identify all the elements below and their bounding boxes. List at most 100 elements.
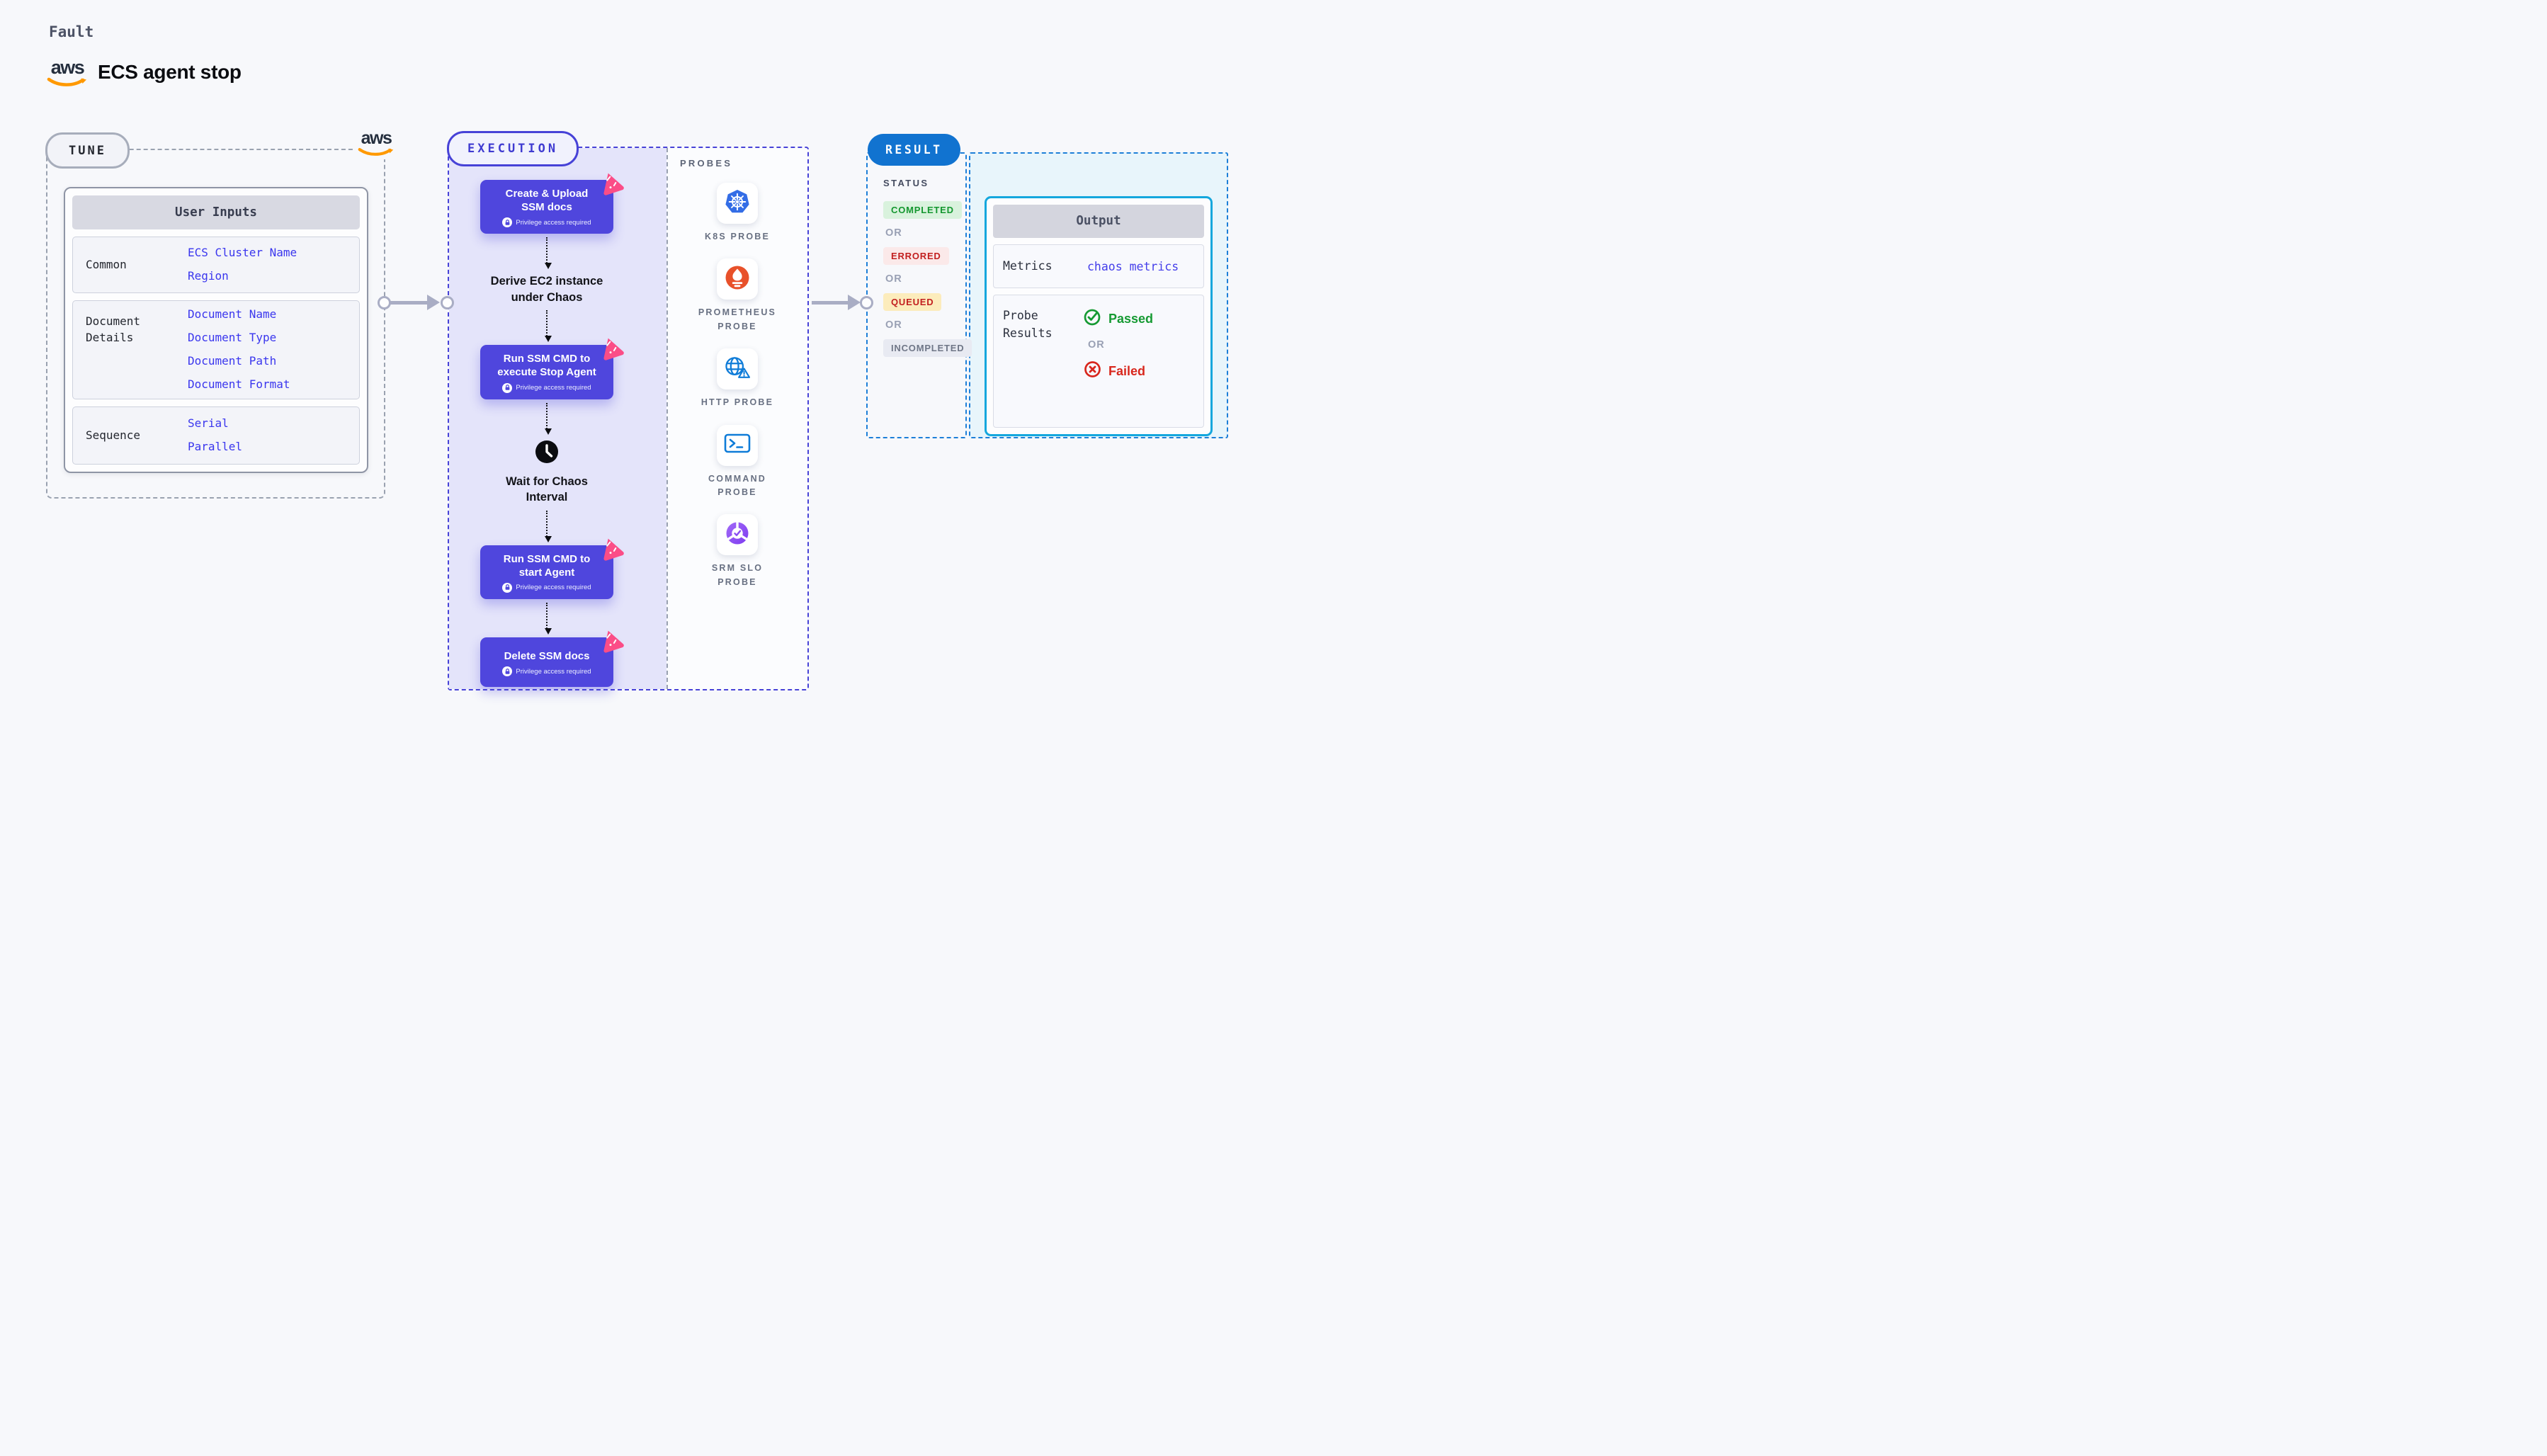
step-title-line: Delete SSM docs bbox=[504, 649, 590, 662]
prometheus-icon bbox=[723, 263, 751, 295]
table-row-sequence: Sequence Serial Parallel bbox=[72, 406, 360, 465]
execution-section: Create & Upload SSM docs Privilege acces… bbox=[448, 147, 809, 690]
privilege-note: Privilege access required bbox=[516, 584, 591, 592]
step-derive-ec2-instance: Derive EC2 instance under Chaos bbox=[491, 273, 603, 305]
x-circle-icon bbox=[1083, 360, 1102, 382]
connector-circle bbox=[441, 296, 454, 309]
status-badge-errored: ERRORED bbox=[883, 247, 949, 265]
lock-icon bbox=[502, 217, 513, 228]
step-title-line: Run SSM CMD to bbox=[503, 353, 591, 365]
metrics-label: Metrics bbox=[1003, 258, 1053, 273]
litmus-chaos-icon bbox=[599, 335, 624, 364]
step-title-line: SSM docs bbox=[521, 201, 572, 214]
probe-results-label: Probe Results bbox=[1003, 309, 1053, 340]
input-region: Region bbox=[188, 269, 229, 283]
row-label: Document Details bbox=[86, 314, 141, 345]
step-title-line: start Agent bbox=[518, 566, 575, 579]
step-wait-chaos-interval: Wait for Chaos Interval bbox=[506, 439, 588, 507]
connector-circle bbox=[378, 296, 391, 309]
clock-icon bbox=[534, 439, 560, 468]
step-create-upload-ssm-docs: Create & Upload SSM docs Privilege acces… bbox=[480, 173, 624, 234]
probe-srm-slo: SRM SLO PROBE bbox=[691, 514, 784, 589]
step-title-line: Derive EC2 instance bbox=[490, 275, 603, 288]
arrow-down-icon bbox=[544, 237, 552, 270]
probe-prometheus: PROMETHEUS PROBE bbox=[691, 258, 784, 334]
input-document-name: Document Name bbox=[188, 307, 277, 322]
status-heading: STATUS bbox=[883, 178, 929, 188]
slo-donut-check-icon bbox=[723, 519, 751, 551]
terminal-icon bbox=[722, 431, 752, 459]
input-document-type: Document Type bbox=[188, 331, 277, 345]
arrow-down-icon bbox=[544, 402, 552, 435]
step-title-line: Create & Upload bbox=[505, 188, 589, 200]
output-probe-results-row: Probe Results Passed OR bbox=[993, 295, 1204, 428]
lock-icon bbox=[502, 382, 513, 393]
probe-result-passed: Passed bbox=[1108, 311, 1154, 326]
execution-pill: EXECUTION bbox=[447, 131, 579, 166]
step-run-ssm-cmd-stop-agent: Run SSM CMD to execute Stop Agent Privil… bbox=[480, 338, 624, 399]
probe-label: PROMETHEUS PROBE bbox=[698, 307, 777, 331]
row-label: Common bbox=[86, 258, 127, 272]
or-separator: OR bbox=[885, 319, 902, 331]
input-ecs-cluster-name: ECS Cluster Name bbox=[188, 246, 297, 260]
tune-section bbox=[46, 149, 385, 499]
aws-logo-text: aws bbox=[50, 57, 85, 78]
litmus-chaos-icon bbox=[599, 535, 624, 564]
litmus-chaos-icon bbox=[599, 170, 624, 199]
input-parallel: Parallel bbox=[188, 440, 243, 453]
table-row-common: Common ECS Cluster Name Region bbox=[72, 237, 360, 293]
probe-http: HTTP PROBE bbox=[691, 348, 784, 409]
arrow-right-icon bbox=[388, 295, 440, 310]
aws-logo-text: aws bbox=[361, 128, 392, 148]
step-title-line: Interval bbox=[526, 491, 568, 504]
lock-icon bbox=[502, 582, 513, 593]
fault-diagram-canvas: Fault aws ECS agent stop TUNE aws User I… bbox=[0, 0, 1274, 728]
aws-smile-icon bbox=[47, 77, 86, 86]
probe-result-failed: Failed bbox=[1108, 363, 1146, 378]
probe-command: COMMAND PROBE bbox=[691, 424, 784, 500]
user-inputs-table: User Inputs Common ECS Cluster Name Regi… bbox=[64, 187, 368, 473]
status-badge-queued: QUEUED bbox=[883, 293, 942, 311]
input-document-path: Document Path bbox=[188, 354, 277, 368]
probes-divider bbox=[666, 148, 668, 689]
row-label: Sequence bbox=[86, 428, 141, 443]
probes-title: PROBES bbox=[680, 158, 733, 169]
status-list: STATUS COMPLETED OR ERRORED OR QUEUED OR… bbox=[883, 178, 972, 365]
probe-label: SRM SLO PROBE bbox=[711, 563, 764, 587]
kubernetes-icon bbox=[723, 188, 751, 220]
aws-logo-small: aws bbox=[353, 128, 399, 159]
probe-label: K8S PROBE bbox=[704, 232, 771, 241]
globe-warning-icon bbox=[722, 354, 752, 385]
output-metrics-row: Metrics chaos metrics bbox=[993, 244, 1204, 288]
lock-icon bbox=[502, 666, 513, 677]
or-separator: OR bbox=[885, 273, 902, 285]
step-delete-ssm-docs: Delete SSM docs Privilege access require… bbox=[480, 630, 624, 688]
aws-smile-icon bbox=[358, 147, 394, 156]
litmus-chaos-icon bbox=[599, 627, 624, 656]
arrow-down-icon bbox=[544, 510, 552, 542]
or-separator: OR bbox=[885, 227, 902, 239]
privilege-note: Privilege access required bbox=[516, 667, 591, 676]
privilege-note: Privilege access required bbox=[516, 218, 591, 227]
page-title: ECS agent stop bbox=[98, 61, 242, 83]
step-title-line: Run SSM CMD to bbox=[503, 552, 591, 565]
aws-logo: aws bbox=[47, 58, 88, 89]
probe-label: HTTP PROBE bbox=[700, 397, 774, 408]
result-pill: RESULT bbox=[868, 134, 960, 166]
arrow-down-icon bbox=[544, 602, 552, 635]
input-document-format: Document Format bbox=[188, 377, 290, 391]
connector-circle bbox=[860, 296, 873, 309]
arrow-down-icon bbox=[544, 310, 552, 343]
execution-flow: Create & Upload SSM docs Privilege acces… bbox=[454, 173, 640, 688]
tune-pill: TUNE bbox=[45, 132, 130, 169]
table-row-document-details: Document Details Document Name Document … bbox=[72, 300, 360, 399]
arrow-right-icon bbox=[812, 295, 861, 310]
or-separator: OR bbox=[1088, 339, 1105, 351]
fault-kicker: Fault bbox=[49, 23, 94, 40]
table-header: User Inputs bbox=[72, 195, 360, 229]
check-circle-icon bbox=[1083, 307, 1102, 330]
output-header: Output bbox=[993, 205, 1204, 238]
step-title-line: under Chaos bbox=[511, 290, 583, 304]
privilege-note: Privilege access required bbox=[516, 384, 591, 392]
step-title-line: execute Stop Agent bbox=[497, 366, 596, 379]
